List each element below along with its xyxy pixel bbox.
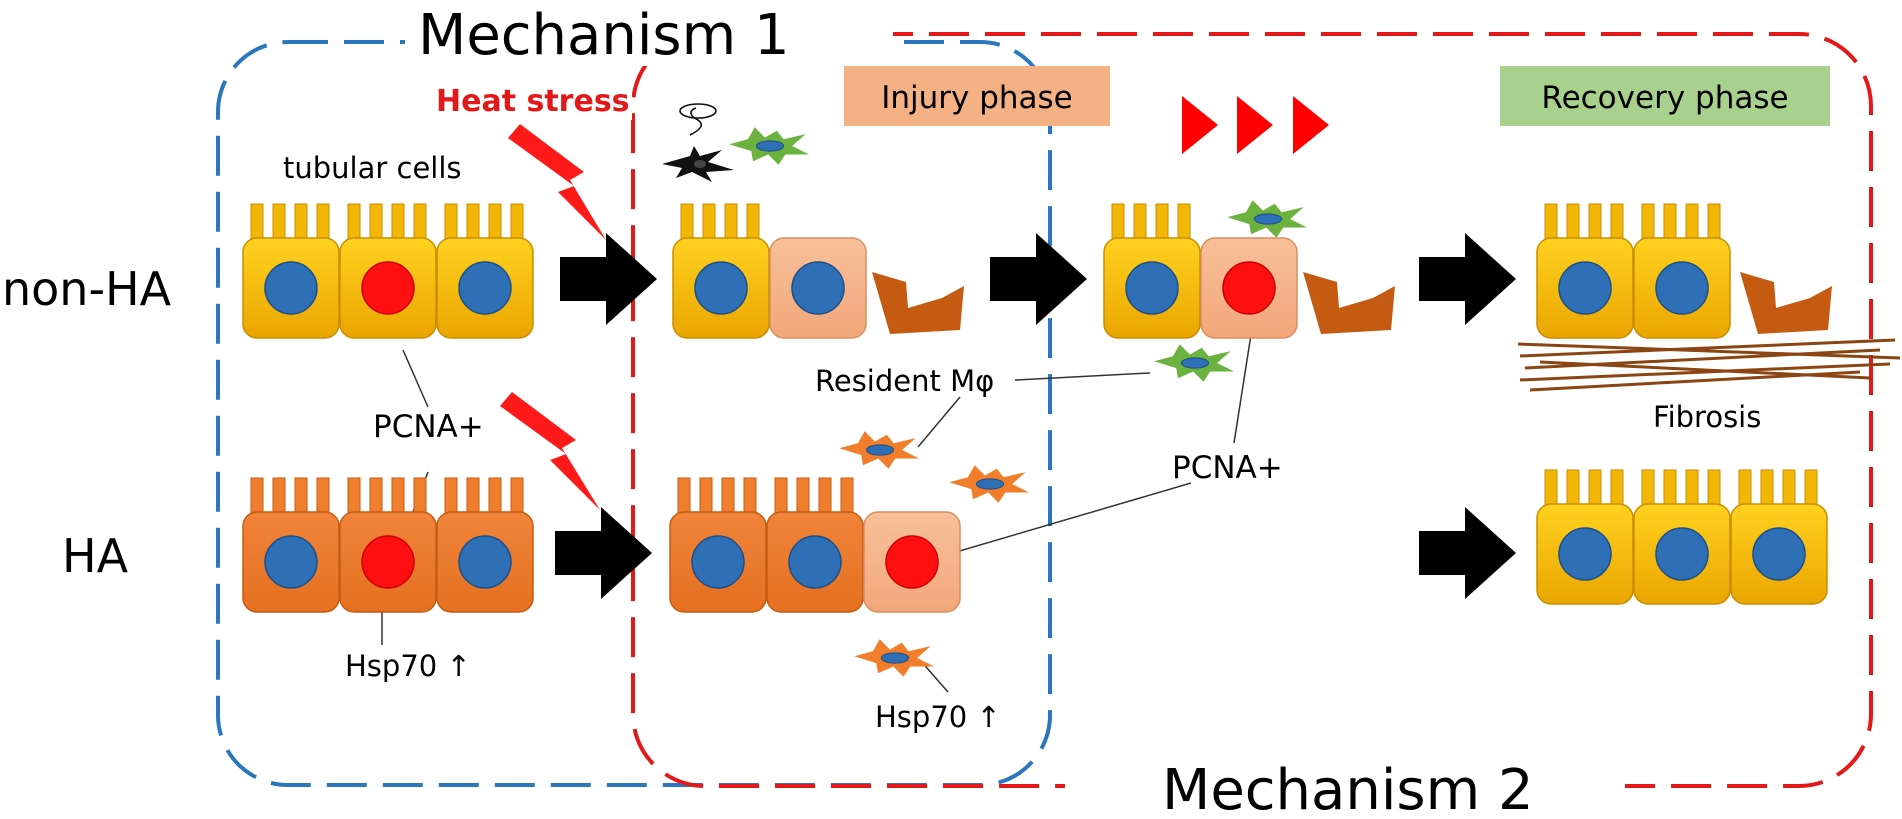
lightning-icon <box>508 124 606 240</box>
tubular-cell <box>339 203 437 339</box>
hsp70-macrophage-label: Hsp70 ↑ <box>875 700 1001 734</box>
tubular-cells-label: tubular cells <box>283 151 462 185</box>
dead-cell-nucleus <box>694 160 706 168</box>
halo-icon <box>679 103 717 119</box>
mechanism1-title-bg <box>405 0 893 66</box>
injury-phase-label: Injury phase <box>881 80 1073 116</box>
tubular-cell <box>1633 469 1731 605</box>
macrophage-nucleus <box>880 652 910 664</box>
arrow-icon <box>990 233 1087 325</box>
macrophage-nucleus <box>975 478 1005 490</box>
nucleus <box>1558 527 1612 581</box>
tubular-cell <box>1200 237 1298 339</box>
nucleus <box>1752 527 1806 581</box>
macrophage <box>839 431 920 469</box>
recovery-phase-badge <box>1500 66 1830 126</box>
pcna-right-label: PCNA+ <box>1172 450 1283 486</box>
nucleus <box>458 535 512 589</box>
nucleus <box>788 535 842 589</box>
pcna-left-label: PCNA+ <box>373 409 484 445</box>
tubular-cell <box>766 477 864 613</box>
tubular-cells <box>242 203 1828 613</box>
dead-cell <box>662 103 734 182</box>
tubular-cell <box>436 477 534 613</box>
tubular-cell <box>242 477 340 613</box>
tubular-cell <box>1633 203 1731 339</box>
pcna-positive-nucleus <box>885 535 939 589</box>
row-label-ha: HA <box>62 529 129 583</box>
tubular-cell <box>669 477 767 613</box>
tubular-cell <box>242 203 340 339</box>
resident-macrophage-label: Resident Mφ <box>815 364 994 398</box>
macrophage <box>1227 200 1308 238</box>
macrophage <box>729 127 810 165</box>
arrow-icon <box>555 507 652 599</box>
pcna-positive-nucleus <box>361 535 415 589</box>
macrophage <box>854 639 935 677</box>
tubular-cell <box>1536 203 1634 339</box>
macrophages <box>729 127 1308 677</box>
macrophage <box>949 465 1030 503</box>
tubular-cell <box>1103 203 1201 339</box>
fibrosis-label: Fibrosis <box>1653 400 1761 434</box>
fibroblast-icon <box>1740 272 1832 334</box>
pcna-positive-nucleus <box>1222 261 1276 315</box>
progression-triangles <box>1182 96 1329 154</box>
nucleus <box>264 261 318 315</box>
tubular-cell <box>339 477 437 613</box>
fibrosis-fibers <box>1517 338 1901 392</box>
mechanism2-title-bg <box>1065 760 1625 819</box>
nucleus <box>1125 261 1179 315</box>
arrows <box>555 233 1516 599</box>
nucleus <box>264 535 318 589</box>
recovery-phase-label: Recovery phase <box>1541 80 1788 116</box>
nucleus <box>791 261 845 315</box>
nucleus <box>1655 527 1709 581</box>
triangle-icon <box>1182 96 1218 154</box>
nucleus <box>458 261 512 315</box>
pcna-positive-nucleus <box>361 261 415 315</box>
macrophage-nucleus <box>865 444 895 456</box>
lightning-icon <box>500 392 600 510</box>
soul-icon <box>689 107 702 136</box>
arrow-icon <box>1419 507 1516 599</box>
hsp70-tubular-label: Hsp70 ↑ <box>345 649 471 683</box>
triangle-icon <box>1293 96 1329 154</box>
triangle-icon <box>1237 96 1273 154</box>
heat-stress-bg <box>432 78 632 120</box>
arrow-icon <box>1419 233 1516 325</box>
tubular-cell <box>436 203 534 339</box>
heat-stress-label: Heat stress <box>436 84 630 119</box>
fibroblast-icon <box>872 272 964 334</box>
mechanism2-title: Mechanism 2 <box>1162 758 1534 819</box>
nucleus <box>1558 261 1612 315</box>
macrophage-nucleus <box>755 140 785 152</box>
nucleus <box>694 261 748 315</box>
row-label-non-ha: non-HA <box>2 262 172 316</box>
tubular-cell <box>769 237 867 339</box>
injury-phase-badge <box>844 66 1110 126</box>
macrophage <box>1154 344 1235 382</box>
tubular-cell <box>1536 469 1634 605</box>
fibroblasts <box>872 272 1832 334</box>
fibroblast-icon <box>1303 272 1395 334</box>
nucleus <box>1655 261 1709 315</box>
tubular-cell <box>672 203 770 339</box>
tubular-cell <box>1730 469 1828 605</box>
arrow-icon <box>560 233 657 325</box>
nucleus <box>691 535 745 589</box>
macrophage-nucleus <box>1253 213 1283 225</box>
tubular-cell <box>863 511 961 613</box>
mechanism1-title: Mechanism 1 <box>418 3 790 68</box>
macrophage-nucleus <box>1180 357 1210 369</box>
